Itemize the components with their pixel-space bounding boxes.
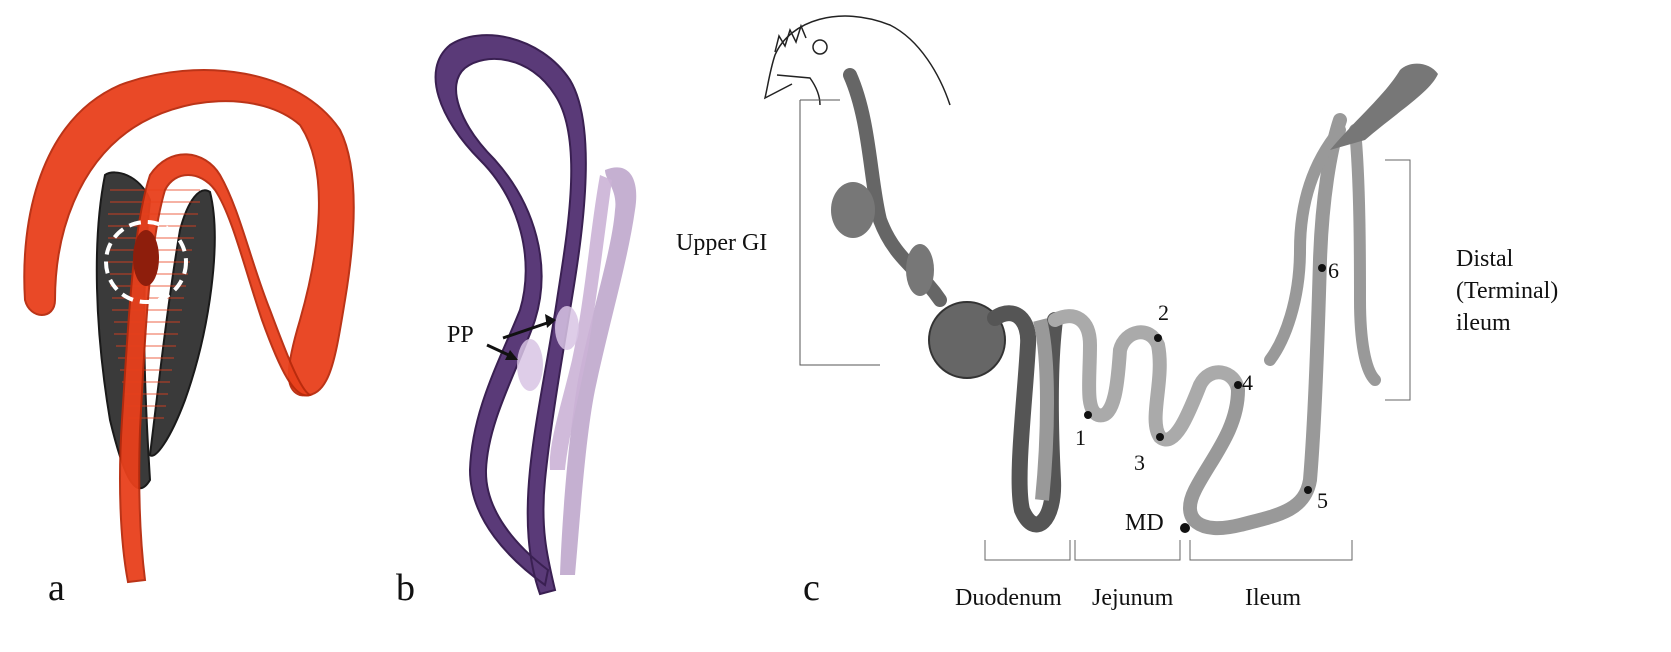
site-label-5: 5 xyxy=(1317,488,1328,513)
proventriculus xyxy=(906,244,934,296)
peyers-patch-1 xyxy=(517,339,543,391)
site-marker-1 xyxy=(1084,411,1092,419)
site-label-1: 1 xyxy=(1075,425,1086,450)
site-marker-2 xyxy=(1154,334,1162,342)
ileum-bracket xyxy=(1190,540,1352,560)
md-label: MD xyxy=(1125,510,1164,536)
jejunum-label: Jejunum xyxy=(1092,585,1174,611)
chicken-eye xyxy=(813,40,827,54)
panel-a-label: a xyxy=(48,567,65,609)
distal-label-line2: (Terminal) xyxy=(1456,278,1558,304)
pp-label: PP xyxy=(447,322,474,348)
distal-ileum-bracket xyxy=(1385,160,1410,400)
upper-gi-label: Upper GI xyxy=(676,230,767,256)
dark-red-spot xyxy=(133,230,159,286)
site-marker-5 xyxy=(1304,486,1312,494)
panel-c-label: c xyxy=(803,567,820,609)
md-marker xyxy=(1180,523,1190,533)
site-marker-6 xyxy=(1318,264,1326,272)
jejunum-bracket xyxy=(1075,540,1180,560)
cloaca xyxy=(1330,64,1438,150)
right-dark-leaf xyxy=(150,190,215,455)
site-marker-3 xyxy=(1156,433,1164,441)
site-label-6: 6 xyxy=(1328,258,1339,283)
distal-label-line3: ileum xyxy=(1456,310,1511,336)
crop xyxy=(831,182,875,238)
ileum-label: Ileum xyxy=(1245,585,1301,611)
panel-b-drawing xyxy=(436,35,637,594)
site-label-4: 4 xyxy=(1242,370,1253,395)
distal-label-line1: Distal xyxy=(1456,246,1514,272)
pancreas xyxy=(1040,320,1047,500)
duodenum-label: Duodenum xyxy=(955,585,1062,611)
duodenum-bracket xyxy=(985,540,1070,560)
chicken-comb xyxy=(775,26,806,52)
site-label-2: 2 xyxy=(1158,300,1169,325)
cecum-right xyxy=(1355,130,1375,380)
jejunum-coils xyxy=(1055,316,1238,439)
ileum-tube xyxy=(1190,120,1340,528)
peyers-patch-2 xyxy=(555,306,579,350)
panel-c-drawing xyxy=(765,16,1438,560)
site-label-3: 3 xyxy=(1134,450,1145,475)
panel-b-label: b xyxy=(396,567,415,609)
panel-a-drawing xyxy=(24,70,353,582)
site-marker-4 xyxy=(1234,381,1242,389)
